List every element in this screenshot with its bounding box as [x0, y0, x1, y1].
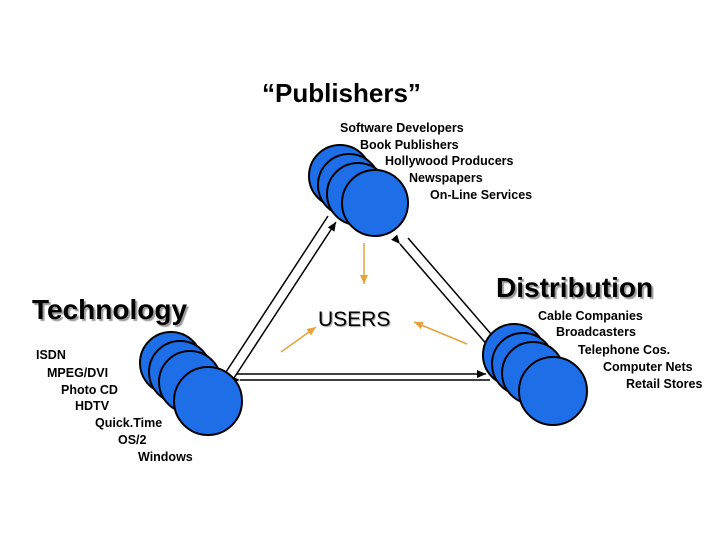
distribution-node-stack — [482, 323, 588, 426]
publishers-item: On-Line Services — [430, 188, 533, 202]
node-disc — [341, 169, 409, 237]
distribution-item: Telephone Cos. — [578, 343, 671, 357]
distribution-item: Computer Nets — [603, 360, 693, 374]
publishers-title: “Publishers” — [262, 78, 421, 108]
technology-item: Photo CD — [61, 383, 118, 397]
node-disc — [518, 356, 588, 426]
arrow-technology-to-users — [280, 326, 317, 353]
technology-item: Windows — [138, 450, 193, 464]
publishers-item: Book Publishers — [360, 138, 459, 152]
technology-item: HDTV — [75, 399, 110, 413]
technology-item: Quick.Time — [95, 416, 163, 430]
distribution-item: Broadcasters — [556, 325, 636, 339]
publishers-node-stack — [308, 144, 409, 237]
connector-technology-distribution — [231, 370, 490, 384]
distribution-heading: Distribution — [496, 272, 654, 303]
distribution-item: Retail Stores — [626, 377, 703, 391]
technology-item: OS/2 — [118, 433, 147, 447]
node-disc — [173, 366, 243, 436]
publishers-item: Software Developers — [340, 121, 464, 135]
technology-item: MPEG/DVI — [47, 366, 109, 380]
arrow-distribution-to-users — [413, 321, 468, 345]
technology-item: ISDN — [36, 348, 66, 362]
connector-technology-publishers — [217, 215, 337, 382]
technology-heading: Technology — [32, 294, 188, 325]
technology-node-stack — [139, 331, 243, 436]
distribution-item: Cable Companies — [538, 309, 643, 323]
publishers-item: Newspapers — [409, 171, 483, 185]
users-label: USERS — [318, 308, 391, 331]
publishers-item: Hollywood Producers — [385, 154, 514, 168]
